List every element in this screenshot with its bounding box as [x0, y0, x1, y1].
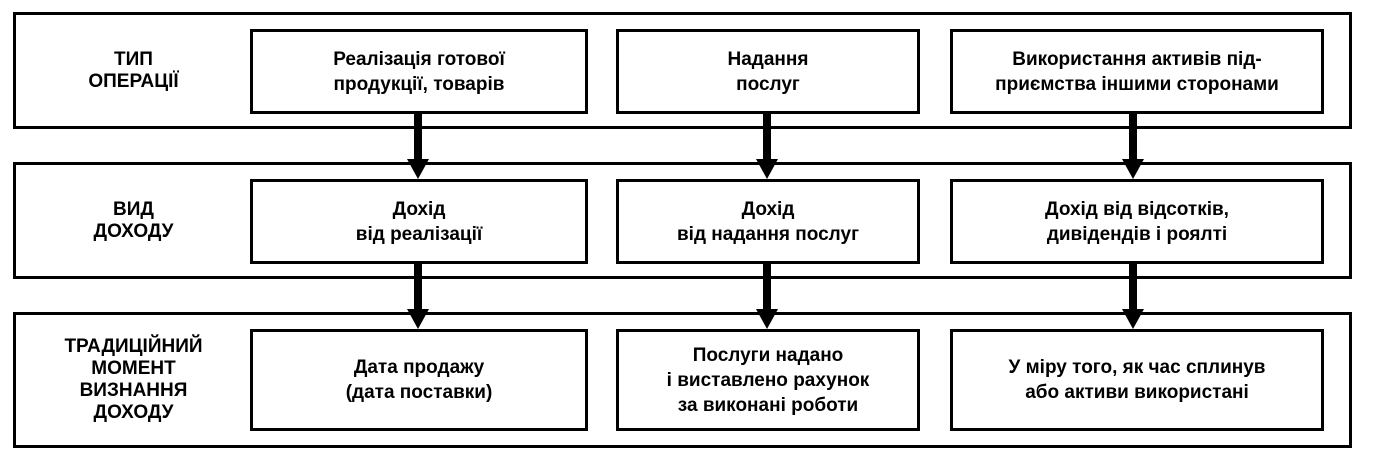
box-text-line: Використання активів під- [1012, 48, 1262, 70]
box-text-line: продукції, товарів [333, 73, 505, 95]
box-text-line: за виконані роботи [677, 394, 859, 416]
arrow-down-icon [1122, 263, 1144, 329]
box-time-passed-assets-used: У міру того, як час сплинув або активи в… [950, 329, 1324, 431]
box-text-line: Послуги надано [692, 344, 844, 366]
row-income-type: ВИД ДОХОДУ Дохід від реалізації Дохід ві… [13, 162, 1352, 279]
label-line: ДОХОДУ [93, 220, 174, 242]
arrow-down-icon [1122, 113, 1144, 179]
box-text-line: У міру того, як час сплинув [1008, 357, 1266, 378]
arrow-down-icon [756, 113, 778, 179]
arrow-down-icon [407, 113, 429, 179]
label-line: ВИД [113, 198, 154, 220]
box-services-income: Дохід від надання послуг [616, 179, 920, 264]
label-line: МОМЕНТ [91, 358, 176, 379]
row-label-operation-type: ТИП ОПЕРАЦІЇ [16, 15, 251, 126]
row-recognition-moment: ТРАДИЦІЙНИЙ МОМЕНТ ВИЗНАННЯ ДОХОДУ Дата … [13, 312, 1352, 448]
box-rendering-services: Надання послуг [616, 29, 920, 114]
label-line: ОПЕРАЦІЇ [88, 70, 179, 92]
box-text-line: Дата продажу [353, 357, 485, 378]
box-text-line: Надання [727, 48, 809, 70]
box-text-line: дивідендів і роялті [1046, 223, 1228, 245]
row-label-income-type: ВИД ДОХОДУ [16, 165, 251, 276]
box-interest-dividends-royalty-income: Дохід від відсотків, дивідендів і роялті [950, 179, 1324, 264]
label-line: ВИЗНАННЯ [79, 380, 188, 401]
label-line: ТРАДИЦІЙНИЙ [64, 336, 203, 357]
box-text-line: (дата поставки) [345, 382, 493, 403]
box-text-line: Дохід [741, 198, 795, 220]
box-text-line: Дохід від відсотків, [1045, 198, 1229, 220]
box-text-line: Дохід [392, 198, 446, 220]
box-text-line: і виставлено рахунок [666, 369, 870, 391]
box-text-line: або активи використані [1025, 382, 1249, 403]
row-label-recognition-moment: ТРАДИЦІЙНИЙ МОМЕНТ ВИЗНАННЯ ДОХОДУ [16, 315, 251, 445]
box-date-of-sale: Дата продажу (дата поставки) [250, 329, 588, 431]
box-use-of-assets: Використання активів під- приємства інши… [950, 29, 1324, 114]
box-text-line: від надання послуг [677, 223, 859, 245]
box-text-line: від реалізації [355, 223, 483, 245]
label-line: ДОХОДУ [93, 402, 174, 423]
row-operation-type: ТИП ОПЕРАЦІЇ Реалізація готової продукці… [13, 12, 1352, 129]
box-sales-income: Дохід від реалізації [250, 179, 588, 264]
box-sale-of-goods: Реалізація готової продукції, товарів [250, 29, 588, 114]
box-text-line: Реалізація готової [333, 48, 505, 70]
box-text-line: приємства іншими сторонами [995, 73, 1279, 95]
label-line: ТИП [114, 48, 153, 70]
arrow-down-icon [756, 263, 778, 329]
arrow-down-icon [407, 263, 429, 329]
box-text-line: послуг [736, 73, 800, 95]
box-services-rendered-invoiced: Послуги надано і виставлено рахунок за в… [616, 329, 920, 431]
